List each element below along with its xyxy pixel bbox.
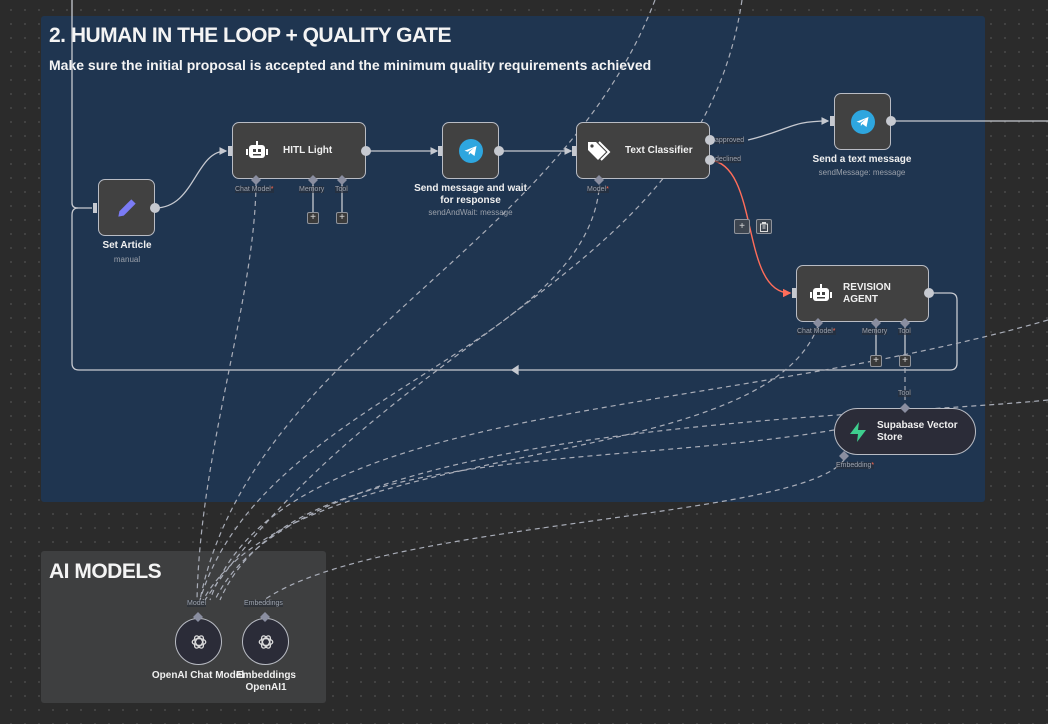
add-tool-button[interactable]: + <box>336 212 348 224</box>
output-approved: approved <box>715 137 745 144</box>
port-model: Model* <box>587 186 609 193</box>
node-title: REVISION AGENT <box>843 281 891 305</box>
node-title: Supabase Vector Store <box>877 419 958 443</box>
port-tool: Tool <box>335 186 348 193</box>
node-sublabel: sendAndWait: message <box>428 208 513 217</box>
port-embeddings: Embeddings <box>244 600 283 607</box>
node-revision-agent[interactable]: REVISION AGENT <box>796 265 929 322</box>
node-sublabel: manual <box>113 255 141 264</box>
openai-icon <box>258 634 273 649</box>
node-send-text-message[interactable] <box>834 93 891 150</box>
port-chat-model: Chat Model* <box>235 186 274 193</box>
edge-delete-button[interactable] <box>756 219 772 234</box>
add-tool-button[interactable]: + <box>899 355 911 367</box>
node-sublabel: sendMessage: message <box>818 168 906 177</box>
node-hitl-light[interactable]: HITL Light <box>232 122 366 179</box>
telegram-icon <box>458 138 483 163</box>
trash-icon <box>760 222 768 232</box>
node-label: Set Article <box>102 240 152 251</box>
port-tool: Tool <box>898 328 911 335</box>
robot-icon <box>810 283 832 301</box>
add-memory-button[interactable]: + <box>870 355 882 367</box>
sticky-title: AI MODELS <box>49 560 162 583</box>
openai-icon <box>191 634 206 649</box>
node-label: Send message and wait for response <box>414 183 527 206</box>
node-embeddings-openai[interactable] <box>242 618 289 665</box>
node-label: OpenAI Chat Model <box>151 670 245 681</box>
supabase-icon <box>850 421 866 442</box>
node-send-and-wait[interactable] <box>442 122 499 179</box>
port-embedding: Embedding* <box>836 462 875 469</box>
node-supabase-vector-store[interactable]: Supabase Vector Store <box>834 408 976 455</box>
node-set-article[interactable] <box>98 179 155 236</box>
edge-add-node-button[interactable]: + <box>734 219 750 234</box>
port-memory: Memory <box>299 186 325 193</box>
node-title: Text Classifier <box>625 144 693 156</box>
add-memory-button[interactable]: + <box>307 212 319 224</box>
port-tool: Tool <box>898 390 911 397</box>
robot-icon <box>246 140 268 158</box>
sticky-title: 2. HUMAN IN THE LOOP + QUALITY GATE <box>49 24 451 47</box>
port-model: Model <box>187 600 207 607</box>
node-openai-chat-model[interactable] <box>175 618 222 665</box>
port-memory: Memory <box>862 328 888 335</box>
node-label: Embeddings OpenAI1 <box>235 670 296 693</box>
telegram-icon <box>850 109 875 134</box>
pencil-icon <box>117 198 136 217</box>
node-title: HITL Light <box>283 144 333 156</box>
tags-icon <box>588 140 611 161</box>
output-declined: declined <box>715 156 742 163</box>
node-label: Send a text message <box>812 154 912 165</box>
port-chat-model: Chat Model* <box>797 328 836 335</box>
node-text-classifier[interactable]: Text Classifier <box>576 122 710 179</box>
sticky-subtitle: Make sure the initial proposal is accept… <box>49 57 652 73</box>
